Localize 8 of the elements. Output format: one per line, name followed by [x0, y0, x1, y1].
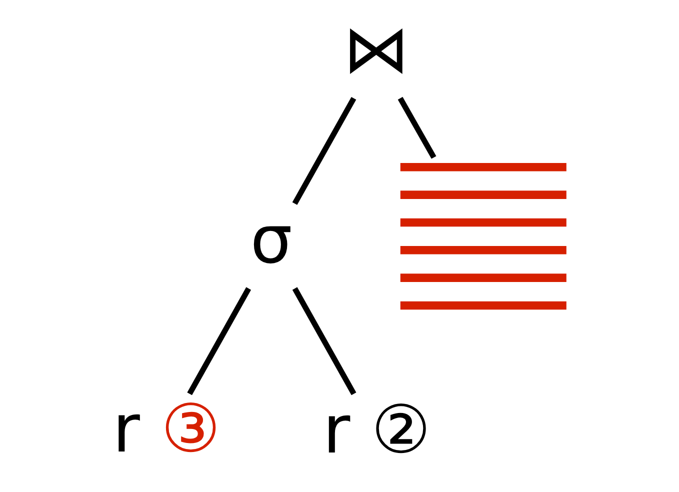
node-text: r ③	[112, 389, 221, 468]
connector	[292, 96, 356, 205]
node-text: r ②	[322, 390, 431, 469]
node-text: ⋈	[342, 10, 410, 88]
connector	[292, 287, 356, 396]
connector	[187, 287, 252, 396]
node-text: σ	[250, 200, 292, 278]
connector	[398, 96, 436, 159]
